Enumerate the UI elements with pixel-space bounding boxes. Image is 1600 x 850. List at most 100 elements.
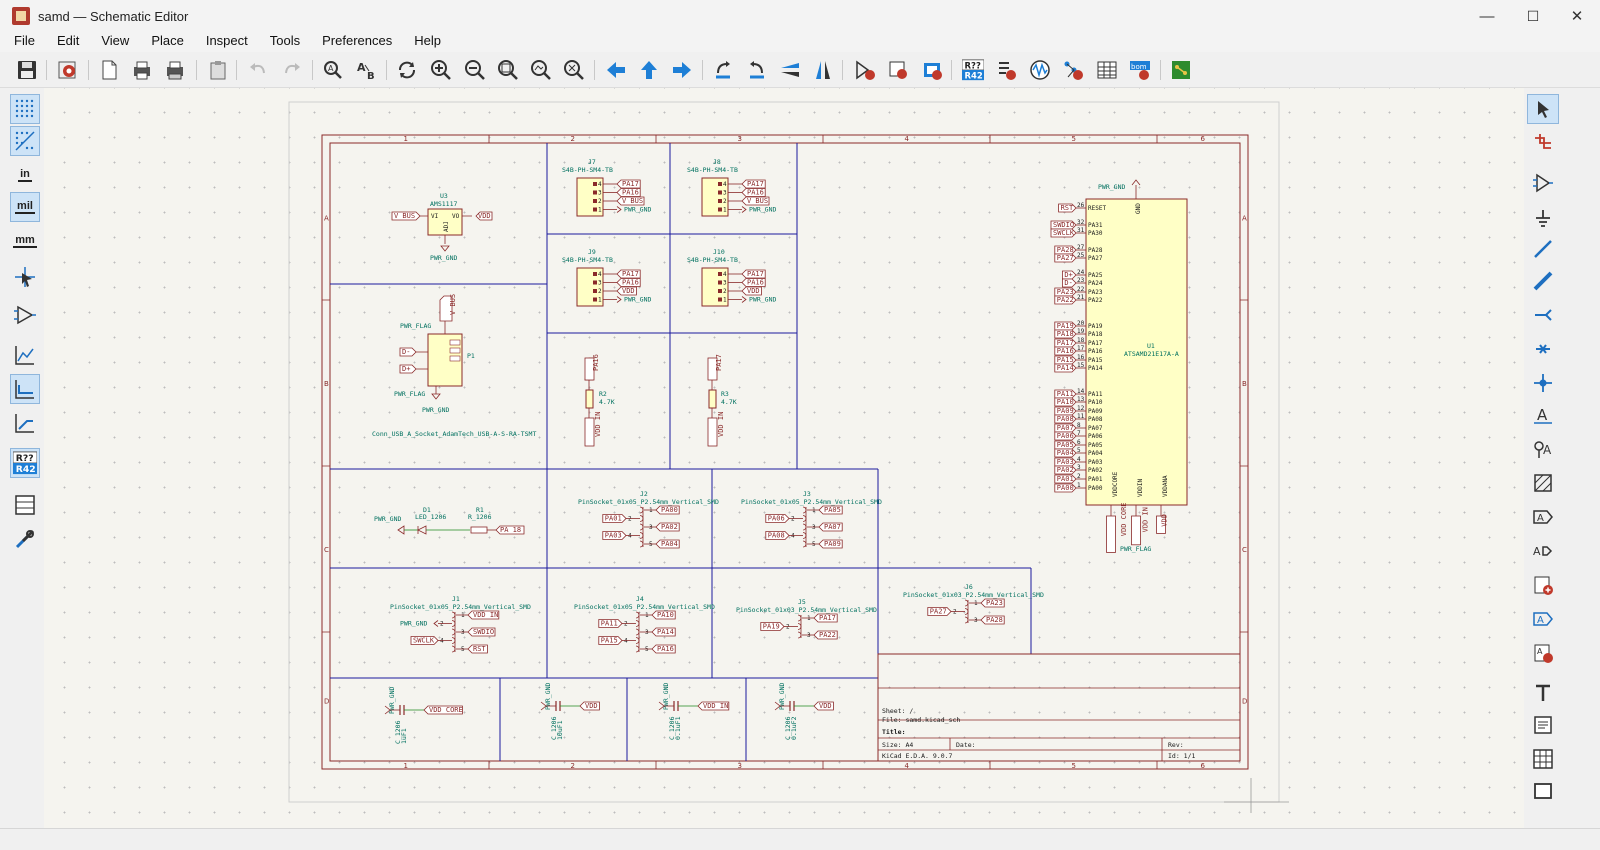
net-label[interactable] xyxy=(741,286,762,296)
add-net-class-icon[interactable]: A xyxy=(1527,434,1559,464)
navigate-back-icon[interactable] xyxy=(603,57,629,83)
net-label[interactable] xyxy=(616,269,641,279)
net-label[interactable] xyxy=(1054,253,1077,263)
net-label[interactable] xyxy=(741,196,770,206)
net-label[interactable] xyxy=(467,627,496,637)
net-label[interactable] xyxy=(741,179,766,189)
j6-pin-socket[interactable]: J6PinSocket_01x03_P2.54mm_Vertical_SMD12… xyxy=(903,583,1044,625)
net-label[interactable] xyxy=(651,644,676,654)
paste-icon[interactable] xyxy=(205,57,231,83)
net-label[interactable] xyxy=(1050,228,1077,238)
menu-tools[interactable]: Tools xyxy=(269,33,301,48)
r3-resistor[interactable]: PA17 R3 4.7K VDD IN xyxy=(707,354,737,447)
net-label[interactable] xyxy=(1054,457,1077,467)
add-sheet-pin-icon[interactable] xyxy=(1527,570,1559,600)
save-icon[interactable] xyxy=(14,57,40,83)
zoom-fit-icon[interactable] xyxy=(495,57,521,83)
hidden-pins-icon[interactable] xyxy=(10,300,40,330)
net-label[interactable] xyxy=(467,610,500,620)
add-power-icon[interactable] xyxy=(1527,204,1559,234)
net-label[interactable] xyxy=(1054,355,1077,365)
net-label[interactable] xyxy=(1058,203,1077,213)
net-label[interactable] xyxy=(1054,474,1077,484)
j5-pin-socket[interactable]: J5PinSocket_01x03_P2.54mm_Vertical_SMD12… xyxy=(736,598,877,640)
net-label[interactable] xyxy=(980,615,1005,625)
j4-pin-socket[interactable]: J4PinSocket_01x05_P2.54mm_Vertical_SMD12… xyxy=(574,595,715,654)
schematic-canvas[interactable]: .t { font-family: "DejaVu Sans Mono", mo… xyxy=(44,88,1524,828)
j1-pin-socket[interactable]: J1PinSocket_01x05_P2.54mm_Vertical_SMD12… xyxy=(390,595,531,654)
schematic-setup-icon[interactable] xyxy=(55,57,81,83)
minimize-button[interactable]: — xyxy=(1479,7,1495,25)
cursor-crosshair-icon[interactable] xyxy=(10,262,40,292)
add-table-icon[interactable] xyxy=(1527,744,1559,774)
netlist-export-icon[interactable] xyxy=(1060,57,1086,83)
add-junction-icon[interactable] xyxy=(1527,368,1559,398)
net-label[interactable] xyxy=(1054,448,1077,458)
p1-usb-connector[interactable]: V BUS PWR_FLAG P1 D- D+ PWR_FLAG PWR_GND… xyxy=(372,294,536,438)
symbol-editor-icon[interactable] xyxy=(852,57,878,83)
net-label[interactable] xyxy=(616,179,641,189)
net-label[interactable] xyxy=(818,505,843,515)
zoom-selection-icon[interactable] xyxy=(561,57,587,83)
net-label[interactable] xyxy=(598,619,623,628)
units-mm-button[interactable]: mm xyxy=(13,234,37,248)
net-label[interactable] xyxy=(1054,431,1077,441)
net-label[interactable] xyxy=(1054,346,1077,356)
net-label[interactable] xyxy=(602,531,627,540)
add-global-label-icon[interactable]: A xyxy=(1527,502,1559,532)
add-bus-entry-icon[interactable] xyxy=(1527,300,1559,330)
net-label[interactable] xyxy=(1054,389,1077,399)
annotation-preview-icon[interactable]: R?? R42 xyxy=(10,448,40,478)
navigate-forward-icon[interactable] xyxy=(669,57,695,83)
symbol-browser-icon[interactable] xyxy=(885,57,911,83)
u3-regulator[interactable]: U3 AMS1117 VI VO ADJ V BUS VDD PWR_GND xyxy=(391,192,493,262)
simulator-icon[interactable] xyxy=(1027,57,1053,83)
add-bus-icon[interactable] xyxy=(1527,266,1559,296)
net-label[interactable] xyxy=(1054,338,1077,348)
close-button[interactable]: ✕ xyxy=(1570,8,1584,25)
fields-table-icon[interactable] xyxy=(1094,57,1120,83)
import-sheet-pin-icon[interactable]: A xyxy=(1527,638,1559,668)
net-label[interactable] xyxy=(616,278,641,287)
annotate-icon[interactable]: R?? R42 xyxy=(960,57,986,83)
net-label[interactable] xyxy=(760,622,785,631)
wire-mode-45-icon[interactable] xyxy=(10,408,40,438)
net-label[interactable] xyxy=(598,636,623,645)
net-label[interactable] xyxy=(1054,414,1077,424)
refresh-icon[interactable] xyxy=(394,57,420,83)
menu-edit[interactable]: Edit xyxy=(56,33,80,48)
net-label[interactable] xyxy=(741,269,766,279)
net-label[interactable] xyxy=(1054,483,1077,493)
net-label[interactable] xyxy=(765,531,790,540)
net-label[interactable] xyxy=(1054,397,1077,407)
navigate-up-icon[interactable] xyxy=(636,57,662,83)
add-no-connect-icon[interactable] xyxy=(1527,334,1559,364)
net-label[interactable] xyxy=(813,613,838,623)
net-label[interactable] xyxy=(410,636,439,645)
select-tool-icon[interactable] xyxy=(1527,94,1559,124)
net-label[interactable] xyxy=(1054,329,1077,339)
net-label[interactable] xyxy=(741,188,766,197)
net-label[interactable] xyxy=(1106,515,1116,553)
net-label[interactable] xyxy=(616,286,637,296)
highlight-net-icon[interactable] xyxy=(1527,128,1559,158)
net-label[interactable] xyxy=(1156,515,1166,534)
net-label[interactable] xyxy=(1062,278,1077,288)
plot-icon[interactable] xyxy=(162,57,188,83)
menu-place[interactable]: Place xyxy=(151,33,184,48)
footprint-assign-icon[interactable] xyxy=(919,57,945,83)
add-rule-area-icon[interactable] xyxy=(1527,468,1559,498)
net-label[interactable] xyxy=(980,598,1005,608)
bom-icon[interactable]: bom xyxy=(1127,57,1153,83)
net-label[interactable] xyxy=(1054,295,1077,305)
net-label[interactable] xyxy=(655,522,680,532)
net-label[interactable] xyxy=(1054,423,1077,433)
find-icon[interactable]: A xyxy=(320,57,346,83)
net-label[interactable] xyxy=(927,607,952,616)
j3-pin-socket[interactable]: J3PinSocket_01x05_P2.54mm_Vertical_SMD12… xyxy=(741,490,882,549)
